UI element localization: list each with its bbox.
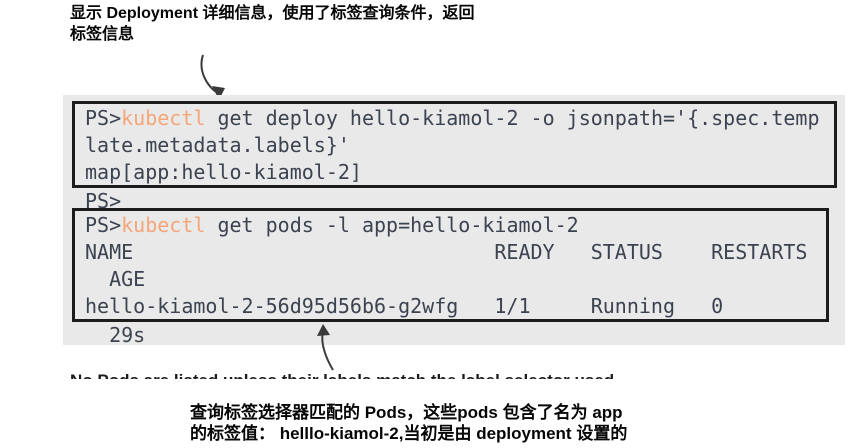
bottom-annotation: 查询标签选择器匹配的 Pods，这些pods 包含了名为 app 的标签值： h… (190, 402, 627, 444)
top-annotation: 显示 Deployment 详细信息，使用了标签查询条件，返回 标签信息 (70, 3, 474, 45)
highlight-box-pods: PS>kubectl get pods -l app=hello-kiamol-… (72, 208, 829, 322)
terminal-line-age: 29s (85, 323, 146, 347)
command-kubectl: kubectl (121, 213, 206, 237)
terminal-line-header-wrap: AGE (85, 267, 146, 291)
terminal-line-command2: PS>kubectl get pods -l app=hello-kiamol-… (85, 212, 826, 239)
curved-arrow-up-icon (317, 324, 334, 371)
bottom-annotation-line2: 的标签值： helllo-kiamol-2,当初是由 deployment 设置… (190, 424, 628, 443)
terminal-line-output1: map[app:hello-kiamol-2] (85, 160, 362, 184)
bottom-annotation-line1: 查询标签选择器匹配的 Pods，这些pods 包含了名为 app (190, 403, 623, 422)
top-annotation-line1: 显示 Deployment 详细信息，使用了标签查询条件，返回 (70, 5, 475, 22)
cropped-text: No Pods are listed unless their labels m… (70, 371, 614, 379)
prompt-text: PS> (85, 106, 122, 130)
top-annotation-line2: 标签信息 (70, 26, 135, 43)
terminal-line-wrap1: late.metadata.labels}' (85, 133, 350, 157)
highlight-box-deploy: PS>kubectl get deploy hello-kiamol-2 -o … (72, 101, 837, 188)
terminal-panel: PS>kubectl get deploy hello-kiamol-2 -o … (63, 95, 845, 347)
terminal-line-header: NAME READY STATUS RESTARTS (85, 240, 808, 264)
terminal-line-pod-row: hello-kiamol-2-56d95d56b6-g2wfg 1/1 Runn… (85, 294, 724, 318)
terminal-line-command1: PS>kubectl get deploy hello-kiamol-2 -o … (85, 105, 834, 132)
cropped-text-line: No Pods are listed unless their labels m… (70, 370, 682, 379)
command-kubectl: kubectl (121, 106, 206, 130)
command-args: get pods -l app=hello-kiamol-2 (205, 213, 579, 237)
command-args: get deploy hello-kiamol-2 -o jsonpath='{… (205, 106, 820, 130)
curved-arrow-down-icon (200, 54, 225, 100)
prompt-text: PS> (85, 213, 122, 237)
